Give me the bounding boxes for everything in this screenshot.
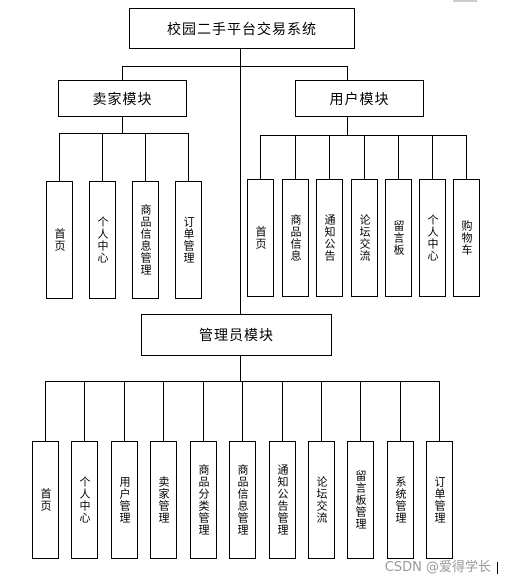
admin-leaf-label: 商品信息管理 — [236, 464, 249, 536]
admin-leaf-node: 系统管理 — [387, 441, 414, 559]
connector-seller-leaf — [102, 133, 103, 182]
admin-leaf-node: 首页 — [32, 441, 59, 559]
connector-user-leaf — [364, 135, 365, 180]
connector-to-seller — [122, 66, 123, 80]
admin-leaf-node: 卖家管理 — [150, 441, 177, 559]
connector-user-leaf — [466, 135, 467, 180]
connector-admin-down — [240, 355, 241, 382]
connector-user-leaf — [398, 135, 399, 180]
connector-user-leaf — [295, 135, 296, 180]
user-leaf-label: 通知公告 — [323, 214, 336, 262]
admin-leaf-node: 论坛交流 — [308, 441, 335, 559]
admin-leaf-label: 论坛交流 — [315, 476, 328, 524]
user-leaf-label: 商品信息 — [289, 214, 302, 262]
admin-leaf-label: 留言板管理 — [354, 470, 367, 530]
admin-leaf-label: 用户管理 — [118, 476, 131, 524]
connector-admin-leaf — [282, 381, 283, 442]
user-leaf-label: 留言板 — [392, 220, 405, 256]
user-module-label: 用户模块 — [329, 91, 390, 108]
user-leaf-node: 通知公告 — [316, 179, 343, 297]
admin-leaf-label: 系统管理 — [394, 476, 407, 524]
connector-admin-leaf — [439, 381, 440, 442]
seller-module-label: 卖家模块 — [92, 91, 153, 108]
seller-leaf-label: 订单管理 — [182, 216, 195, 264]
seller-leaf-node: 个人中心 — [89, 181, 116, 299]
root-node: 校园二手平台交易系统 — [129, 8, 355, 49]
user-leaf-label: 个人中心 — [426, 214, 439, 262]
admin-leaf-label: 通知公告管理 — [276, 464, 289, 536]
admin-leaf-node: 商品信息管理 — [229, 441, 256, 559]
admin-leaf-label: 个人中心 — [78, 476, 91, 524]
connector-admin-leaf — [203, 381, 204, 442]
text-caret — [497, 562, 498, 574]
connector-admin-leaf — [321, 381, 322, 442]
connector-admin-leaf — [360, 381, 361, 442]
seller-leaf-node: 商品信息管理 — [132, 181, 159, 299]
user-leaf-label: 首页 — [254, 226, 267, 250]
admin-leaf-node: 订单管理 — [426, 441, 453, 559]
connector-seller-bar — [59, 133, 189, 134]
admin-leaf-label: 首页 — [39, 488, 52, 512]
connector-to-user — [347, 66, 348, 80]
seller-leaf-node: 订单管理 — [175, 181, 202, 299]
seller-leaf-node: 首页 — [46, 181, 73, 299]
user-leaf-label: 论坛交流 — [358, 214, 371, 262]
user-leaf-node: 论坛交流 — [351, 179, 378, 297]
connector-user-down — [347, 116, 348, 136]
seller-module-node: 卖家模块 — [58, 80, 187, 117]
connector-admin-leaf — [84, 381, 85, 442]
csdn-watermark: CSDN @爱得学长 — [384, 560, 491, 575]
top-edge-mark — [453, 0, 477, 2]
connector-seller-leaf — [145, 133, 146, 182]
connector-admin-leaf — [242, 381, 243, 442]
connector-admin-leaf — [45, 381, 46, 442]
connector-admin-leaf — [124, 381, 125, 442]
admin-leaf-node: 商品分类管理 — [190, 441, 217, 559]
connector-admin-leaf — [163, 381, 164, 442]
admin-leaf-node: 用户管理 — [111, 441, 138, 559]
admin-leaf-node: 留言板管理 — [347, 441, 374, 559]
connector-seller-leaf — [59, 133, 60, 182]
connector-user-leaf — [260, 135, 261, 180]
seller-leaf-label: 首页 — [53, 228, 66, 252]
root-node-label: 校园二手平台交易系统 — [167, 21, 317, 38]
user-leaf-label: 购物车 — [460, 220, 473, 256]
user-leaf-node: 首页 — [247, 179, 274, 297]
seller-leaf-label: 商品信息管理 — [139, 204, 152, 276]
admin-leaf-node: 个人中心 — [71, 441, 98, 559]
seller-leaf-label: 个人中心 — [96, 216, 109, 264]
admin-module-label: 管理员模块 — [199, 328, 274, 344]
connector-admin-leaf — [400, 381, 401, 442]
connector-user-bar — [260, 135, 467, 136]
user-leaf-node: 购物车 — [453, 179, 480, 297]
connector-seller-leaf — [188, 133, 189, 182]
connector-root-down — [240, 48, 241, 318]
admin-leaf-node: 通知公告管理 — [269, 441, 296, 559]
user-leaf-node: 商品信息 — [282, 179, 309, 297]
connector-user-leaf — [329, 135, 330, 180]
admin-leaf-label: 商品分类管理 — [197, 464, 210, 536]
user-module-node: 用户模块 — [295, 80, 424, 117]
user-leaf-node: 留言板 — [385, 179, 412, 297]
connector-top-bar — [122, 66, 348, 67]
admin-leaf-label: 订单管理 — [433, 476, 446, 524]
connector-seller-down — [122, 116, 123, 134]
user-leaf-node: 个人中心 — [419, 179, 446, 297]
admin-module-node: 管理员模块 — [141, 314, 332, 356]
admin-leaf-label: 卖家管理 — [157, 476, 170, 524]
connector-user-leaf — [432, 135, 433, 180]
